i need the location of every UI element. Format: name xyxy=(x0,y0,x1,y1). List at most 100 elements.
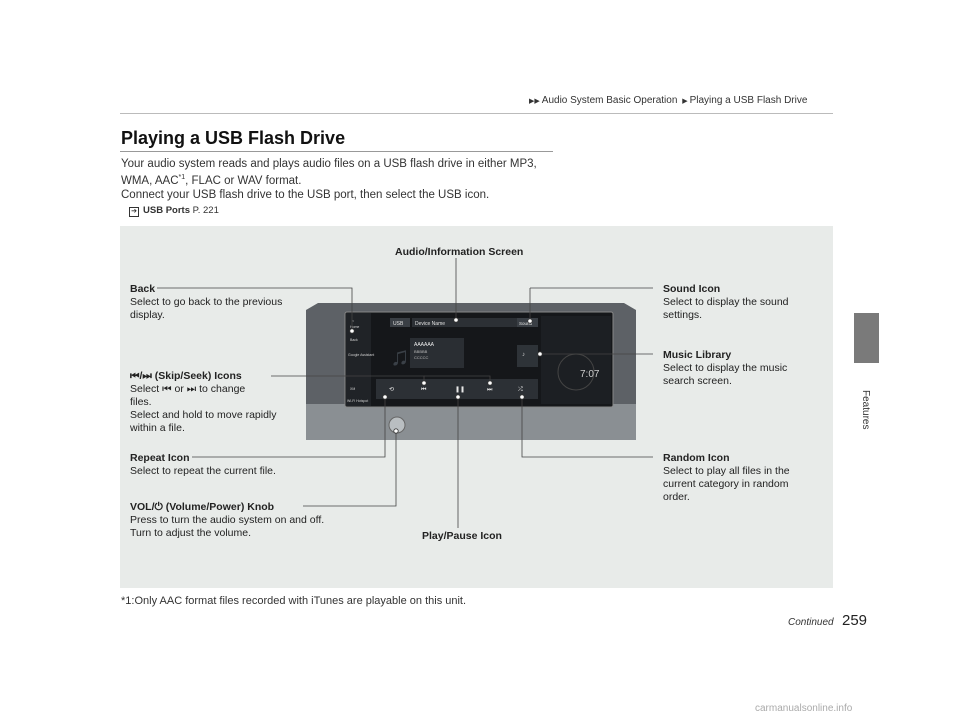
callout-skip-or: or xyxy=(174,383,184,395)
track-album: CCCCC xyxy=(414,355,429,360)
callout-vol-line1: Press to turn the audio system on and of… xyxy=(130,514,325,526)
device-name-label: Device Name xyxy=(415,321,445,327)
side-tab-marker xyxy=(854,313,879,363)
callout-audio-screen: Audio/Information Screen xyxy=(395,246,524,258)
callout-skip: ⏮/⏭ (Skip/Seek) Icons Select ⏮ or ⏭ to c… xyxy=(130,370,277,434)
callout-sound-line2: settings. xyxy=(663,309,703,321)
sidebar-item-back[interactable]: Back xyxy=(350,338,358,342)
skip-back-icon[interactable]: ⏮ xyxy=(421,387,427,393)
reference-link[interactable]: USB Ports xyxy=(143,205,190,216)
page-number: 259 xyxy=(842,612,868,629)
callout-vol-title-post: (Volume/Power) Knob xyxy=(165,501,275,513)
callout-skip-change: to change xyxy=(199,383,246,395)
intro-line-2: WMA, AAC*1, FLAC or WAV format. xyxy=(121,174,301,187)
sidebar-item-wifi-hotspot[interactable]: Wi-Fi Hotspot xyxy=(347,399,368,403)
play-pause-icon[interactable]: ❚❚ xyxy=(455,386,465,393)
clock-time: 7:07 xyxy=(580,369,600,380)
title-rule xyxy=(120,151,553,152)
footnote: *1:Only AAC format files recorded with i… xyxy=(121,595,467,607)
repeat-icon[interactable]: ⟲ xyxy=(389,387,394,393)
callout-back: Back Select to go back to the previous d… xyxy=(130,283,282,322)
callout-music-library-title: Music Library xyxy=(663,349,732,361)
callout-random: Random Icon Select to play all files in … xyxy=(663,452,790,504)
callout-dot-audio-screen xyxy=(453,317,459,323)
callout-dot-skip-forward xyxy=(487,380,493,386)
dashboard-lower xyxy=(306,404,636,440)
callout-vol: VOL/⏻ (Volume/Power) Knob Press to turn … xyxy=(130,501,324,540)
callout-random-title: Random Icon xyxy=(663,452,730,464)
leader-vol xyxy=(303,431,397,507)
intro-line-3: Connect your USB flash drive to the USB … xyxy=(121,189,490,201)
breadcrumb-parent[interactable]: Audio System Basic Operation xyxy=(541,95,678,106)
leader-repeat xyxy=(192,397,386,458)
callout-skip-title: (Skip/Seek) Icons xyxy=(154,370,242,382)
callout-music-library: Music Library Select to display the musi… xyxy=(663,349,787,388)
intro-line-2-post: , FLAC or WAV format. xyxy=(185,174,302,187)
callout-dot-vol xyxy=(393,428,399,434)
callout-random-line1: Select to play all files in the xyxy=(663,465,790,477)
callout-random-line3: order. xyxy=(663,491,690,503)
cross-reference[interactable]: ➔ USB Ports P. 221 xyxy=(129,205,219,217)
callout-dot-music-library xyxy=(537,351,543,357)
footnote-ref[interactable]: *1 xyxy=(178,174,186,181)
callout-dot-repeat xyxy=(382,394,388,400)
skip-back-icon: ⏮ xyxy=(162,383,172,395)
callout-back-line1: Select to go back to the previous xyxy=(130,296,283,308)
music-library-icon: ♪ xyxy=(522,352,525,358)
callout-dot-play-pause xyxy=(455,394,461,400)
callout-skip-select: Select xyxy=(130,383,160,395)
usb-source-tab[interactable] xyxy=(390,318,410,327)
sidebar-item-xm[interactable]: XM xyxy=(350,387,355,391)
callout-dot-random xyxy=(519,394,525,400)
callout-vol-title-pre: VOL/ xyxy=(130,501,155,513)
track-info-card xyxy=(410,338,464,368)
breadcrumb: ▶▶Audio System Basic Operation ▶Playing … xyxy=(527,95,807,106)
sound-button-label: Sound xyxy=(519,321,533,326)
track-artist: BBBBB xyxy=(414,349,428,354)
page-title: Playing a USB Flash Drive xyxy=(121,128,346,148)
leader-back xyxy=(157,287,353,331)
callout-music-library-line2: search screen. xyxy=(663,375,732,387)
intro-line-2-pre: WMA, AAC xyxy=(121,174,179,187)
device-name-bar xyxy=(412,318,538,327)
callout-dot-back xyxy=(349,328,355,334)
screen-sidebar xyxy=(346,313,371,406)
intro-line-1: Your audio system reads and plays audio … xyxy=(121,158,537,170)
callout-dot-sound xyxy=(527,318,533,324)
music-library-button[interactable] xyxy=(517,345,538,367)
header-rule xyxy=(120,113,833,114)
sidebar-home-icon[interactable]: ⌂ xyxy=(352,319,354,323)
callout-repeat: Repeat Icon Select to repeat the current… xyxy=(130,452,276,478)
power-icon: ⏻ xyxy=(154,501,163,513)
leader-random xyxy=(521,397,653,458)
skip-forward-icon[interactable]: ⏭ xyxy=(487,387,493,393)
callout-sound: Sound Icon Select to display the sound s… xyxy=(663,283,789,322)
continued-label: Continued xyxy=(788,617,834,628)
callout-music-library-line1: Select to display the music xyxy=(663,362,788,374)
callout-repeat-line1: Select to repeat the current file. xyxy=(130,465,276,477)
skip-back-icon: ⏮ xyxy=(130,370,140,382)
callout-back-line2: display. xyxy=(130,309,165,321)
breadcrumb-current: Playing a USB Flash Drive xyxy=(689,95,808,106)
sound-button[interactable] xyxy=(517,318,538,327)
sidebar-item-google-assistant[interactable]: Google Assistant xyxy=(348,353,374,357)
sidebar-item-home[interactable]: Home xyxy=(350,325,359,329)
callout-repeat-title: Repeat Icon xyxy=(130,452,190,464)
skip-forward-icon: ⏭ xyxy=(142,370,152,382)
random-icon[interactable]: ⤮ xyxy=(518,386,523,393)
usb-source-label: USB xyxy=(393,321,404,327)
callout-sound-line1: Select to display the sound xyxy=(663,296,789,308)
skip-forward-icon: ⏭ xyxy=(186,383,197,395)
callout-play-pause: Play/Pause Icon xyxy=(422,530,502,542)
callout-back-title: Back xyxy=(130,283,156,295)
breadcrumb-arrow-icon: ▶▶ xyxy=(529,98,540,105)
callout-skip-hold: Select and hold to move rapidly xyxy=(130,409,277,421)
reference-arrow-icon: ➔ xyxy=(129,207,139,217)
clock-widget xyxy=(541,316,611,404)
callout-random-line2: current category in random xyxy=(663,478,789,490)
callout-skip-files: files. xyxy=(130,396,152,408)
callout-sound-title: Sound Icon xyxy=(663,283,721,295)
reference-page: P. 221 xyxy=(192,205,219,216)
track-title: AAAAAA xyxy=(414,342,435,348)
